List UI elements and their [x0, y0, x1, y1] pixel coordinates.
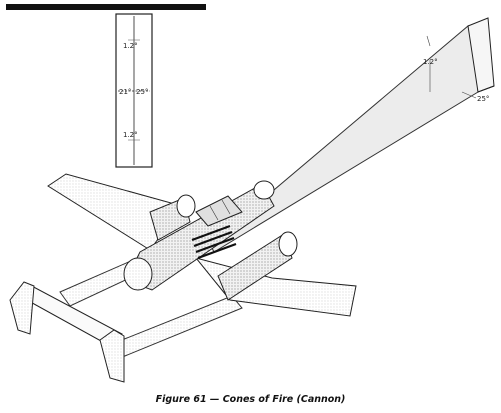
cannon-barrels — [191, 224, 237, 260]
cone-of-fire: 1.2° 25° — [209, 17, 495, 253]
pattern-label-bottom: 1.2° — [123, 131, 138, 139]
pattern-label-right: 25° — [136, 88, 148, 96]
forward-nacelle-cap — [253, 180, 275, 200]
right-engine-nacelle — [217, 231, 298, 301]
cone-label-vertical: 1.2° — [423, 58, 438, 66]
figure-caption: Figure 61 — Cones of Fire (Cannon) — [155, 394, 346, 405]
firing-pattern-box: 1.2° 21° 25° 1.2° — [115, 13, 153, 168]
right-vertical-fin — [99, 329, 125, 383]
top-bar — [6, 4, 206, 10]
cone-label-horizontal: 25° — [477, 95, 489, 103]
canopy — [195, 195, 243, 227]
pattern-label-left: 21° — [119, 88, 131, 96]
right-tail-boom — [111, 295, 243, 359]
left-vertical-fin — [9, 281, 35, 335]
pattern-label-top: 1.2° — [123, 42, 138, 50]
left-engine-nacelle — [149, 194, 196, 241]
